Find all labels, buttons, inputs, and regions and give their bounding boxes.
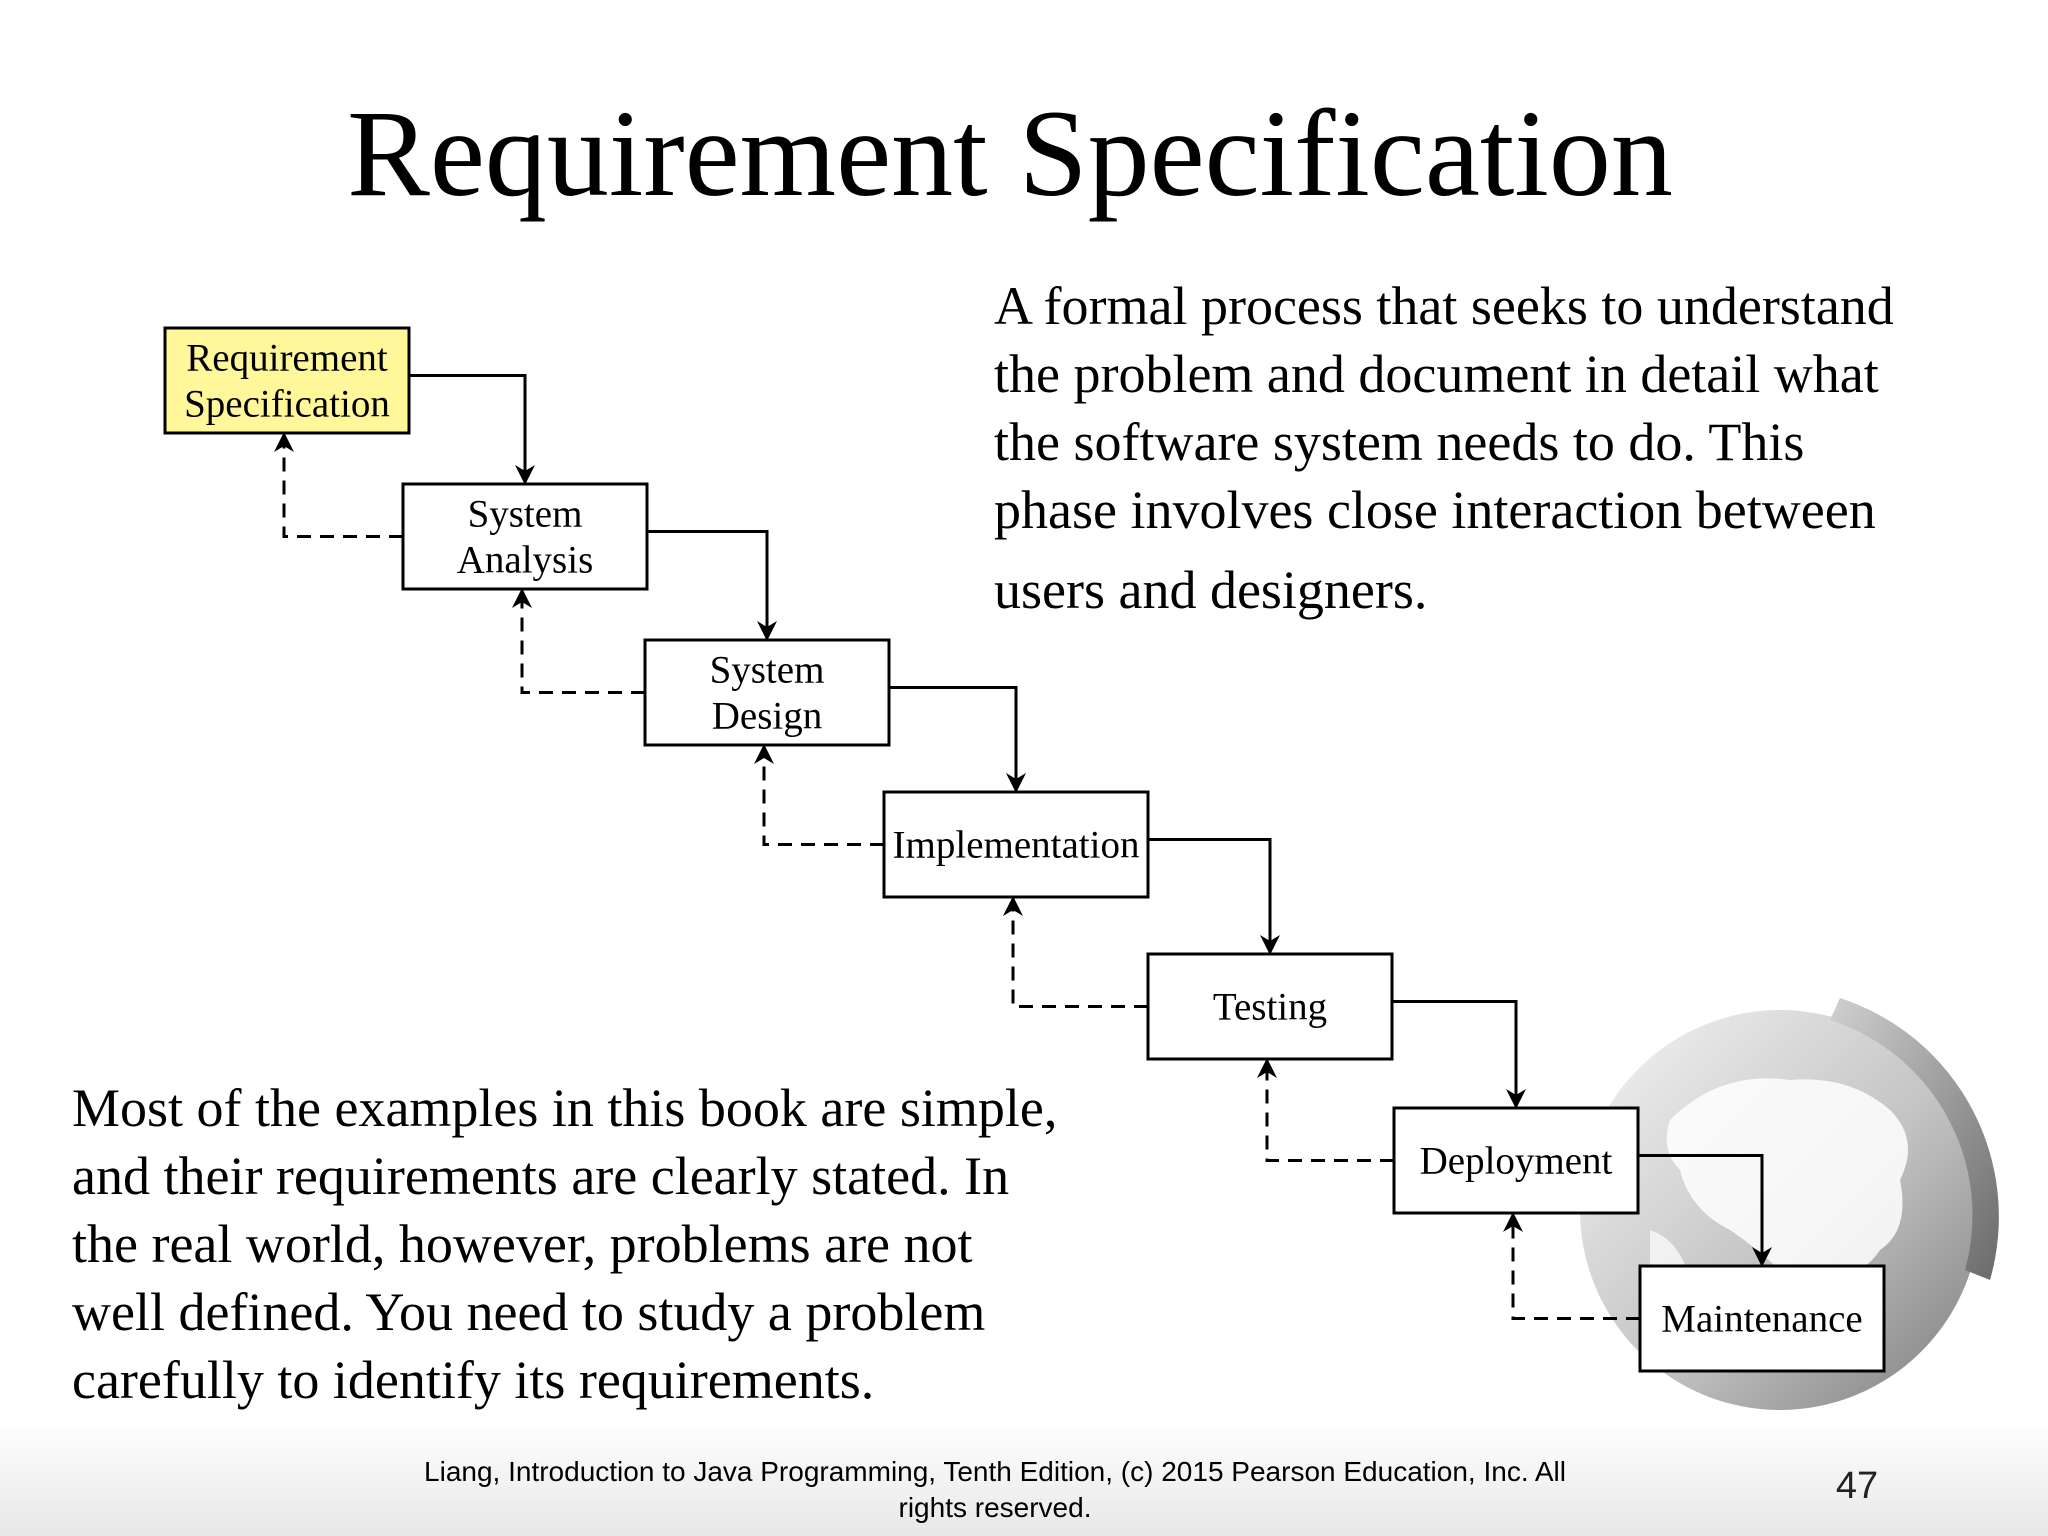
- stage-label: Implementation: [893, 824, 1140, 867]
- stage-box-frame: [163, 326, 411, 435]
- stage-label: Specification: [184, 383, 390, 426]
- feedback-arrow: [754, 744, 884, 846]
- description-line: A formal process that seeks to understan…: [994, 276, 1894, 336]
- note-line: well defined. You need to study a proble…: [72, 1282, 986, 1342]
- forward-arrow: [1392, 1000, 1526, 1109]
- stage-label: System: [710, 649, 825, 692]
- note-line: carefully to identify its requirements.: [72, 1350, 875, 1410]
- description-line: phase involves close interaction between: [994, 480, 1876, 540]
- slide-title: Requirement Specification: [347, 85, 1673, 222]
- description-line: users and designers.: [994, 560, 1428, 620]
- stage-label: System: [468, 493, 583, 536]
- stage-label: Requirement: [186, 337, 388, 380]
- feedback-arrow: [512, 588, 645, 694]
- stage-box: Testing: [1146, 952, 1394, 1061]
- forward-arrow: [889, 686, 1026, 793]
- forward-arrow: [1148, 838, 1280, 955]
- note-line: the real world, however, problems are no…: [72, 1214, 973, 1274]
- stage-label: Design: [712, 695, 823, 738]
- footer-band: [0, 1418, 2048, 1536]
- stage-box: Implementation: [882, 790, 1150, 899]
- note-line: Most of the examples in this book are si…: [72, 1078, 1058, 1138]
- feedback-arrow: [1003, 896, 1148, 1008]
- footer-line: rights reserved.: [898, 1492, 1092, 1523]
- stage-label: Testing: [1213, 986, 1327, 1029]
- footer-citation: Liang, Introduction to Java Programming,…: [360, 1454, 1630, 1526]
- description-text: A formal process that seeks to understan…: [994, 272, 1894, 624]
- stage-box-frame: [401, 482, 649, 591]
- feedback-arrow: [274, 432, 403, 538]
- note-line: and their requirements are clearly state…: [72, 1146, 1010, 1206]
- forward-arrow: [409, 374, 535, 485]
- description-line: the software system needs to do. This: [994, 412, 1805, 472]
- stage-box-frame: [643, 638, 891, 747]
- stage-label: Analysis: [457, 539, 594, 582]
- stage-box-frame: [1146, 952, 1394, 1061]
- globe-logo: [1580, 998, 1999, 1410]
- page-number: 47: [1835, 1465, 1879, 1507]
- note-text: Most of the examples in this book are si…: [72, 1074, 1057, 1414]
- feedback-arrow: [1257, 1058, 1394, 1162]
- forward-arrow: [647, 530, 777, 641]
- footer-line: Liang, Introduction to Java Programming,…: [424, 1456, 1566, 1487]
- stage-box-frame: [882, 790, 1150, 899]
- description-line: the problem and document in detail what: [994, 344, 1879, 404]
